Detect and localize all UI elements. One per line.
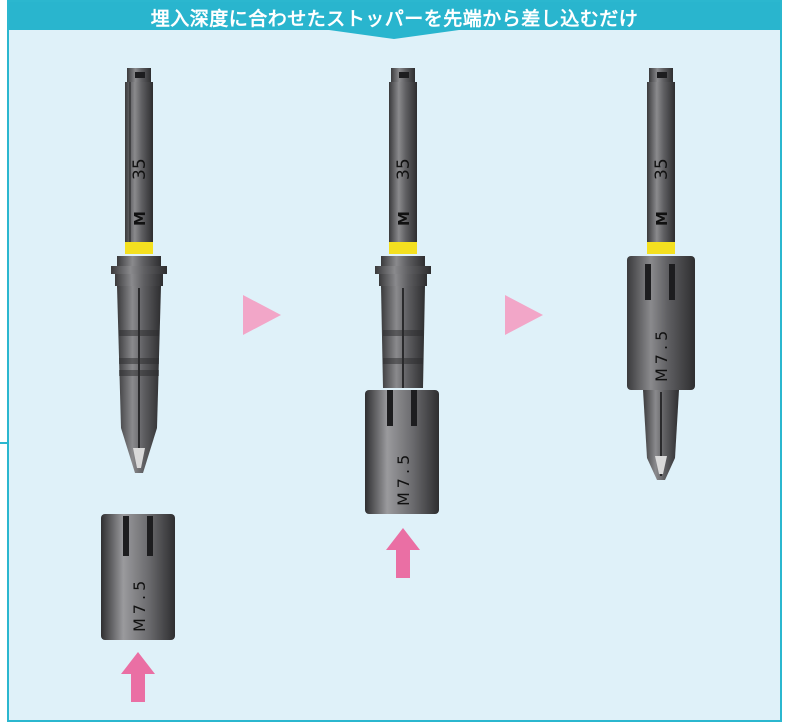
arrow-up-icon [121,652,155,702]
drill-3-size: 35 [652,158,672,180]
header-title: 埋入深度に合わせたストッパーを先端から差し込むだけ [150,8,639,30]
drill-3: 35 M M7.5 [627,68,695,480]
drill-3-mark: M [653,211,671,226]
side-connector-line [0,442,8,444]
drill-1-color-band [125,242,153,254]
drill-1-size: 35 [130,158,150,180]
triangle-right-icon [505,295,543,335]
arrow-up-icon [386,528,420,578]
drill-2-size: 35 [394,158,414,180]
drill-1-mark: M [131,211,149,226]
drill-3-color-band [647,242,675,254]
drill-2-mark: M [395,211,413,226]
header-banner [9,2,780,39]
stopper-2-label: M7.5 [394,451,413,506]
instruction-panel: 埋入深度に合わせたストッパーを先端から差し込むだけ 35 M [7,0,782,722]
drill-2: 35 M [375,68,431,388]
header-banner-shape [9,2,780,39]
drill-2-color-band [389,242,417,254]
drill-1: 35 M [111,68,167,473]
stopper-2: M7.5 [365,390,439,514]
stopper-1: M7.5 [101,514,175,640]
stopper-3-label: M7.5 [652,327,671,382]
stopper-3 [627,256,695,390]
triangle-right-icon [243,295,281,335]
stopper-1-label: M7.5 [130,577,149,632]
